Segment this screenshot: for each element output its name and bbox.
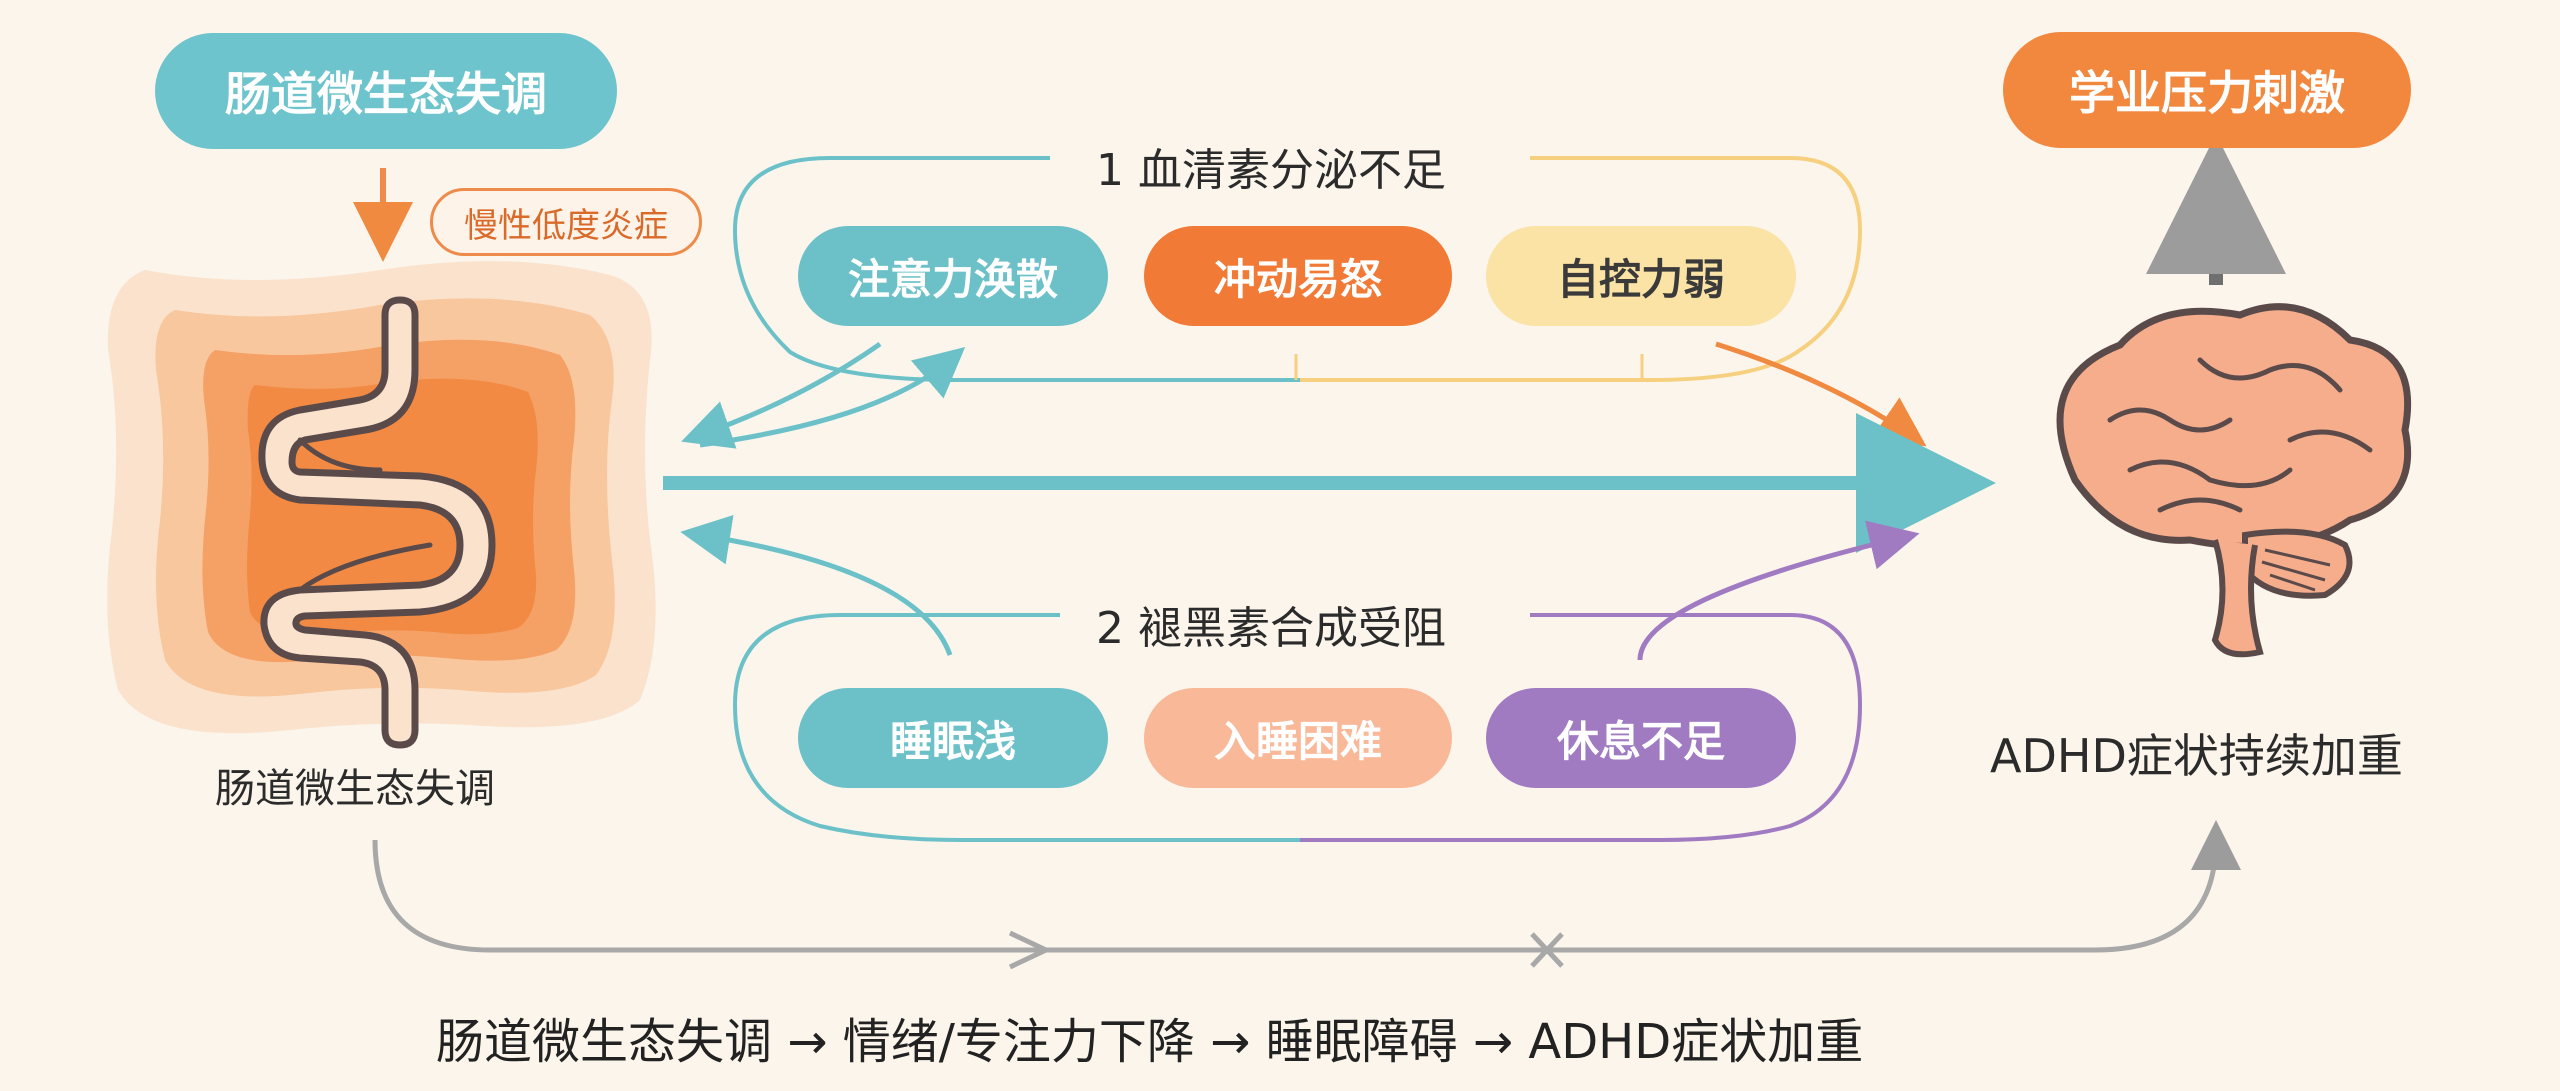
loop-upper-teal bbox=[732, 156, 1300, 382]
loop-lower-purple bbox=[1300, 613, 1863, 842]
loop-upper-yellow bbox=[1300, 156, 1863, 382]
intestine-icon bbox=[107, 261, 656, 749]
arrow-lower-to-gut bbox=[680, 515, 953, 656]
symptom-light-sleep: 睡眠浅 bbox=[798, 688, 1108, 788]
arrow-upper-to-brain bbox=[1715, 341, 1927, 447]
bottom-causal-chain: 肠道微生态失调 → 情绪/专注力下降 → 睡眠障碍 → ADHD症状加重 bbox=[436, 1014, 1864, 1070]
brain-icon bbox=[2056, 303, 2412, 658]
loop-lower-teal bbox=[732, 613, 1300, 842]
symptom-insufficient-rest: 休息不足 bbox=[1486, 688, 1796, 788]
mechanism-2-title: 2 褪黑素合成受阻 bbox=[1096, 603, 1446, 654]
arrow-lower-to-brain bbox=[1637, 520, 1920, 661]
symptom-difficulty-falling-asleep: 入睡困难 bbox=[1144, 688, 1452, 788]
inflammation-tag: 慢性低度炎症 bbox=[430, 188, 702, 256]
gut-caption: 肠道微生态失调 bbox=[215, 766, 495, 812]
gut-dysbiosis-pill: 肠道微生态失调 bbox=[155, 33, 617, 149]
arrow-upper-to-gut-2 bbox=[699, 346, 966, 448]
bottom-feedback-path bbox=[372, 820, 2241, 953]
symptom-weak-self-control: 自控力弱 bbox=[1486, 226, 1796, 326]
bottom-cross-mark bbox=[1530, 932, 1564, 968]
arrow-upper-to-gut-1 bbox=[681, 341, 882, 449]
bottom-mid-arrowhead bbox=[1008, 930, 1052, 970]
symptom-inattention: 注意力涣散 bbox=[798, 226, 1108, 326]
brain-caption: ADHD症状持续加重 bbox=[1990, 729, 2403, 783]
symptom-impulsive-irritable: 冲动易怒 bbox=[1144, 226, 1452, 326]
academic-stress-pill: 学业压力刺激 bbox=[2003, 32, 2411, 148]
mechanism-1-title: 1 血清素分泌不足 bbox=[1096, 145, 1446, 196]
